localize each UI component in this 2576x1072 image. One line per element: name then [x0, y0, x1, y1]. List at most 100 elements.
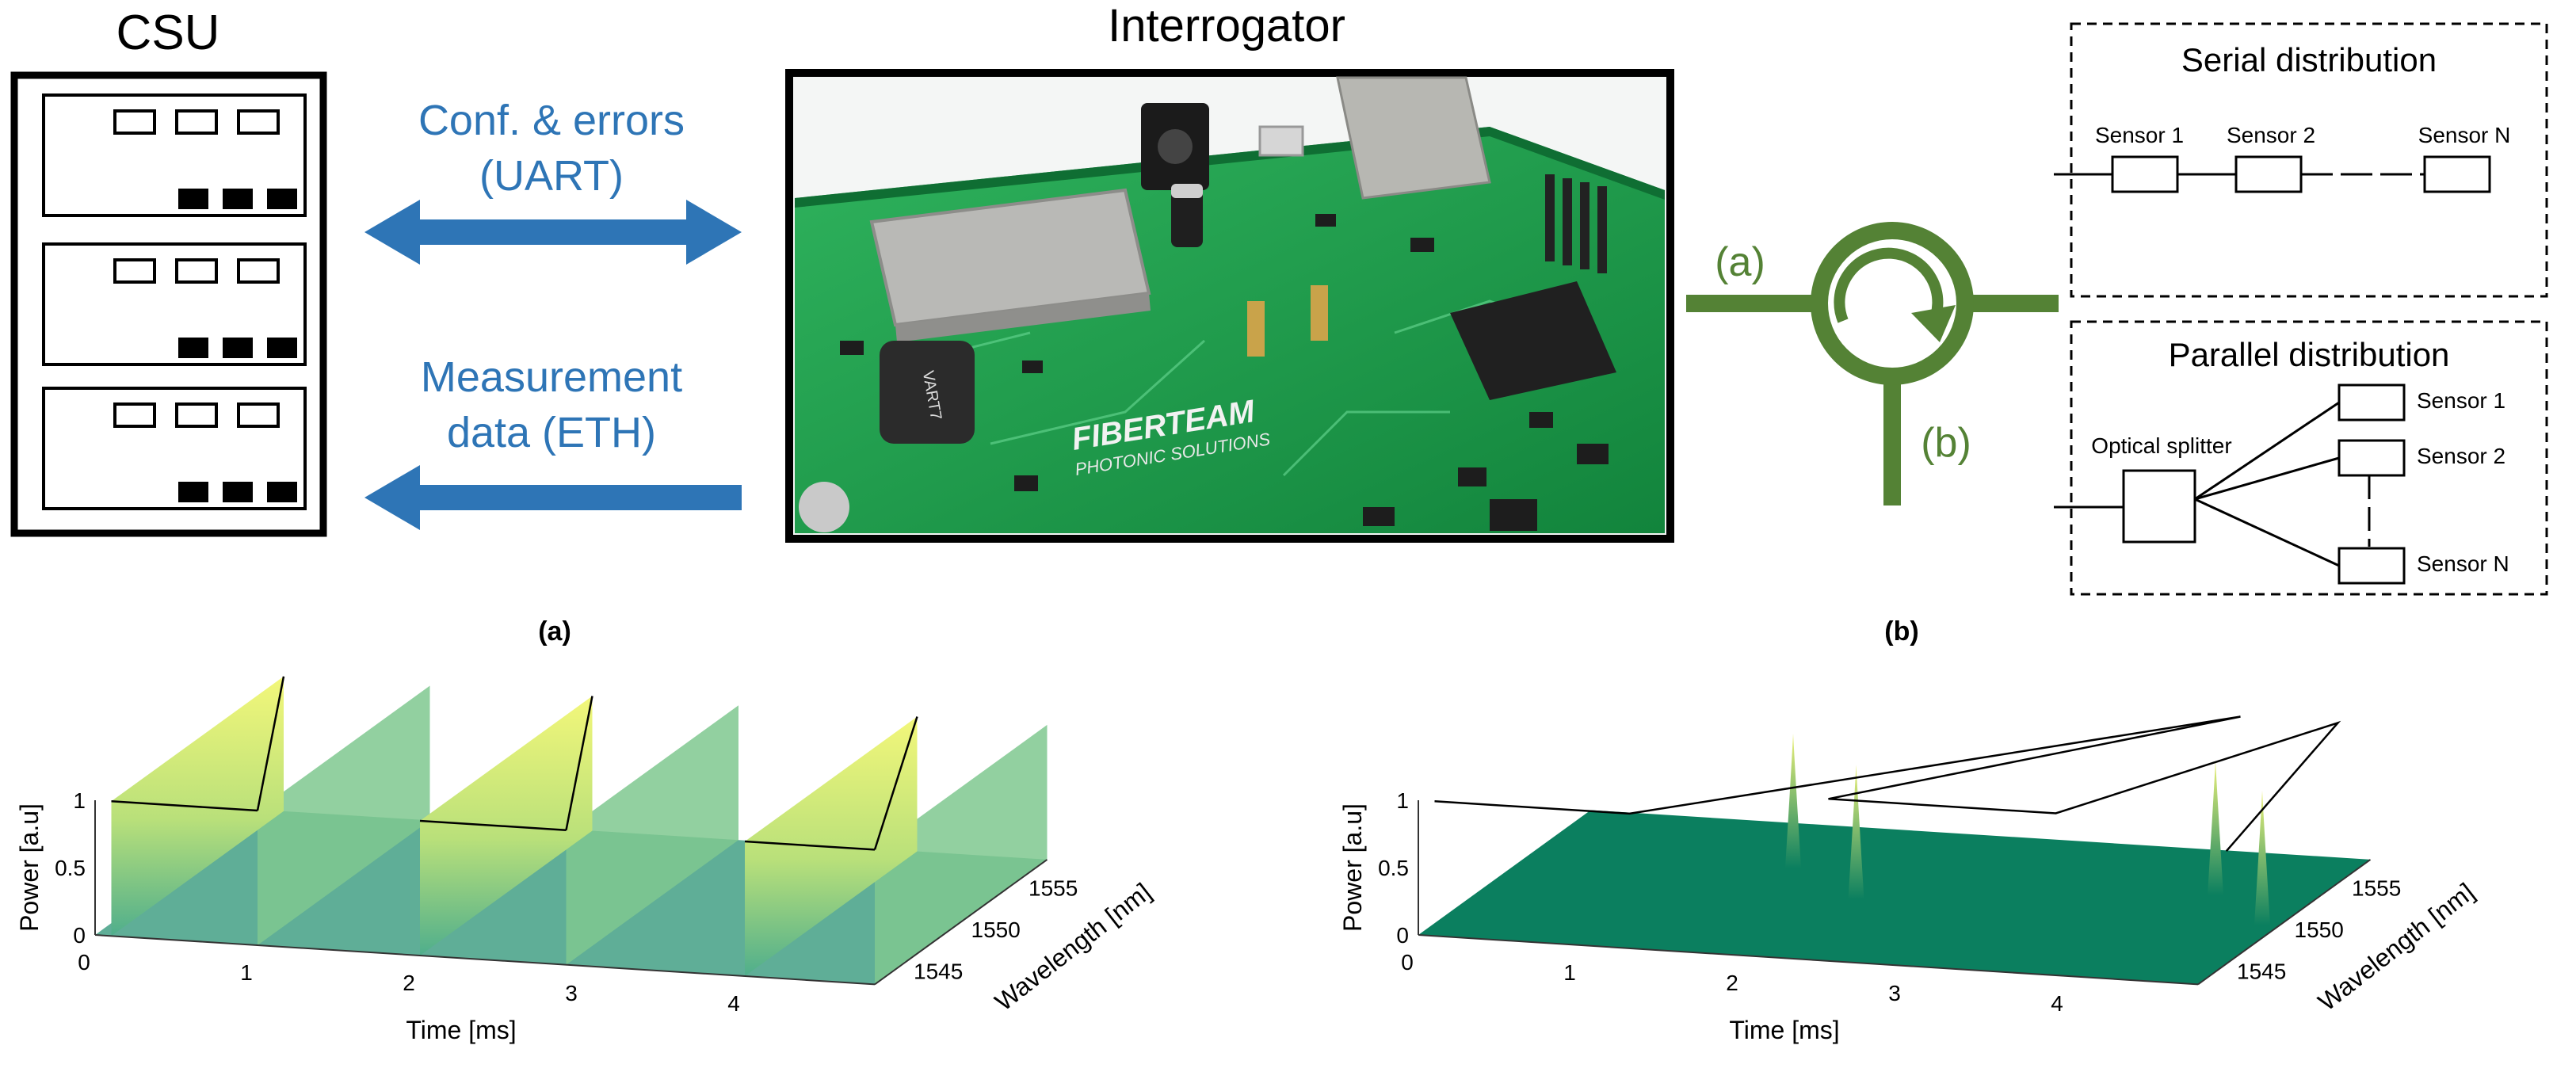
- y-tick-label: 1545: [2237, 959, 2286, 983]
- y-tick-label: 1550: [971, 917, 1021, 942]
- serial-sensor-2-box: [2234, 155, 2303, 193]
- eth-arrow: [364, 465, 742, 530]
- parallel-sensor-1-label: Sensor 1: [2417, 388, 2505, 413]
- jumper-1: [1247, 301, 1265, 357]
- z-tick-label: 0.5: [1378, 856, 1409, 880]
- x-tick-label: 0: [1401, 950, 1414, 975]
- pulse-top-edge: [419, 819, 567, 831]
- csu-port-icon: [237, 109, 280, 135]
- measurement-link-label-2: data (ETH): [447, 409, 656, 456]
- z-tick-label: 0: [1396, 923, 1409, 948]
- serial-sensor-1-box: [2111, 155, 2179, 193]
- x-tick-label: 4: [727, 991, 740, 1016]
- pulse-1: [111, 676, 430, 945]
- reflection-peak-3: [2208, 760, 2223, 895]
- parallel-sensor-n-box: [2337, 547, 2406, 585]
- reflection-peak-2: [1848, 765, 1864, 900]
- csu-led-icon: [223, 482, 253, 502]
- circulation-arrow: [1834, 247, 1944, 329]
- csu-led-icon: [267, 189, 297, 209]
- serial-distribution: Serial distribution Sensor 1 Sensor 2 Se…: [2054, 22, 2548, 298]
- pulse-sweep-line: [873, 716, 918, 850]
- x-tick-label: 2: [403, 971, 415, 995]
- electrolytic-cap: [799, 482, 849, 532]
- y-tick-label: 1550: [2295, 917, 2344, 942]
- optical-splitter-box: [2122, 469, 2196, 544]
- interrogator-title: Interrogator: [1108, 0, 1345, 52]
- csu-led-icon: [267, 338, 297, 358]
- csu-modules: [42, 93, 307, 510]
- x-tick-label: 3: [565, 981, 578, 1005]
- csu-led-icon: [178, 189, 208, 209]
- config-link-label-1: Conf. & errors: [418, 97, 685, 144]
- port-a-label: (a): [1715, 239, 1765, 285]
- y-tick-label: 1555: [2352, 876, 2401, 900]
- csu-port-icon: [113, 402, 156, 428]
- csu-port-icon: [175, 109, 218, 135]
- csu-led-icon: [178, 482, 208, 502]
- parallel-box: [2070, 320, 2548, 596]
- usb-port: [1258, 125, 1304, 157]
- panel-label: (a): [538, 616, 571, 647]
- parallel-title: Parallel distribution: [2169, 336, 2450, 373]
- pulse-2: [419, 696, 738, 965]
- x-axis-title: Time [ms]: [406, 1016, 516, 1044]
- reflection-peak-4: [2254, 790, 2270, 925]
- interrogator-block: Interrogator: [785, 0, 1674, 543]
- csu-port-icon: [113, 109, 156, 135]
- z-axis-title: Power [a.u]: [1338, 803, 1367, 932]
- x-tick-label: 0: [78, 950, 90, 975]
- serial-sensor-1-label: Sensor 1: [2095, 123, 2184, 147]
- port-b-label: (b): [1921, 420, 1971, 466]
- csu-led-icon: [267, 482, 297, 502]
- csu-led-icon: [223, 338, 253, 358]
- panel-label: (b): [1884, 616, 1918, 647]
- parallel-sensor-2-label: Sensor 2: [2417, 444, 2505, 468]
- pulse-top-edge: [111, 800, 258, 812]
- z-tick-label: 0.5: [55, 856, 86, 880]
- x-tick-label: 4: [2051, 991, 2063, 1016]
- z-tick-label: 1: [1396, 788, 1409, 813]
- csu-block: CSU: [10, 6, 327, 537]
- csu-port-icon: [175, 402, 218, 428]
- x-tick-label: 3: [1888, 981, 1901, 1005]
- serial-sensor-n-box: [2423, 155, 2491, 193]
- jumper-2: [1311, 285, 1328, 341]
- csu-led-icon: [178, 338, 208, 358]
- ethernet-jack: [1336, 76, 1491, 200]
- pulse-sweep-line: [565, 696, 593, 830]
- serial-sensor-n-label: Sensor N: [2418, 123, 2511, 147]
- circulation-arrowhead-icon: [1911, 305, 1956, 342]
- optical-circulator: (a) (b): [1686, 222, 2059, 505]
- z-tick-label: 1: [73, 788, 86, 813]
- optical-splitter-label: Optical splitter: [2091, 433, 2231, 458]
- inductor: [880, 341, 975, 444]
- x-tick-label: 1: [240, 960, 253, 985]
- csu-port-icon: [237, 402, 280, 428]
- pulse-back-face: [566, 705, 738, 965]
- y-tick-label: 1555: [1028, 876, 1078, 900]
- pulse-3: [744, 716, 1048, 985]
- csu-port-icon: [113, 258, 156, 284]
- surface-floor: [1418, 810, 2371, 985]
- pulse-sweep-line: [256, 676, 285, 811]
- csu-title: CSU: [116, 6, 220, 60]
- csu-module-1: [42, 93, 307, 217]
- z-axis-title: Power [a.u]: [15, 803, 44, 932]
- parallel-sensor-n-label: Sensor N: [2417, 551, 2509, 576]
- z-tick-label: 0: [73, 923, 86, 948]
- csu-port-icon: [175, 258, 218, 284]
- pcb-illustration: VART7 FIBERTEAM PHOTONIC SOLUTIONS: [795, 76, 1665, 533]
- capacitor: [1171, 184, 1203, 247]
- pin-header: [1545, 174, 1607, 273]
- parallel-distribution: Parallel distribution Optical splitter S…: [2054, 320, 2548, 596]
- circulator-ring: [1811, 222, 1974, 385]
- pulse-back-face: [258, 685, 430, 945]
- config-link-label-2: (UART): [479, 152, 624, 200]
- parallel-sensor-1-box: [2337, 383, 2406, 422]
- serial-sensor-2-label: Sensor 2: [2227, 123, 2315, 147]
- sweep-outline: [1434, 715, 2341, 852]
